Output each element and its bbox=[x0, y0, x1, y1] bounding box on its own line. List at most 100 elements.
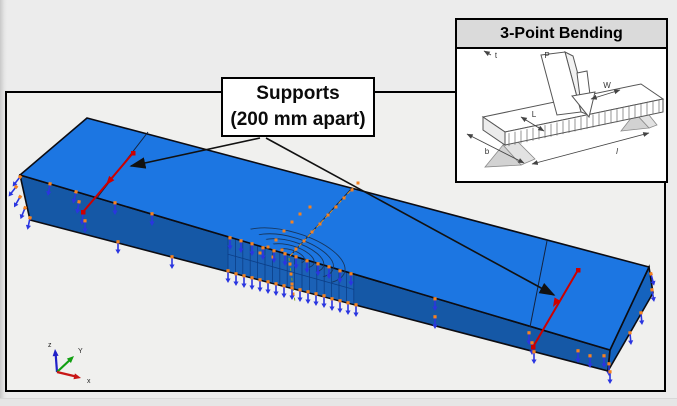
bc-marker bbox=[607, 370, 613, 384]
inset-blade-front bbox=[540, 51, 582, 116]
supports-label-line1: Supports bbox=[256, 83, 340, 104]
coordinate-triad: z Y x bbox=[48, 342, 91, 385]
bc-marker bbox=[75, 199, 81, 214]
bc-marker bbox=[233, 272, 239, 286]
bc-marker bbox=[337, 299, 343, 313]
bc-marker bbox=[281, 284, 287, 298]
bc-marker bbox=[46, 181, 52, 196]
refined-mesh-lines bbox=[227, 237, 355, 305]
bc-marker bbox=[313, 292, 319, 306]
inset-title: 3-Point Bending bbox=[500, 24, 623, 42]
bc-marker bbox=[289, 286, 295, 300]
inset-panel: 3-Point Bending bbox=[455, 18, 668, 183]
inset-label-b: b bbox=[485, 147, 490, 156]
load-dot bbox=[280, 248, 284, 252]
bc-marker bbox=[293, 255, 299, 269]
support-line-left bbox=[81, 151, 136, 215]
bc-marker bbox=[241, 274, 247, 288]
load-dot bbox=[318, 222, 322, 226]
load-dot bbox=[266, 245, 270, 249]
load-dot bbox=[356, 181, 360, 185]
inset-label-P: P bbox=[544, 51, 549, 60]
annotation-arrow-right bbox=[265, 137, 556, 296]
bc-marker bbox=[265, 280, 271, 294]
datum-dashed-line bbox=[289, 187, 354, 257]
bc-marker bbox=[601, 354, 607, 368]
bc-marker bbox=[273, 282, 279, 296]
inset-dimension-arrows bbox=[466, 50, 650, 165]
load-dot bbox=[310, 230, 314, 234]
inset-left-support bbox=[484, 140, 536, 168]
load-dot bbox=[308, 205, 312, 209]
inset-label-l: l bbox=[616, 147, 618, 156]
boundary-condition-markers bbox=[8, 174, 656, 384]
bc-marker bbox=[326, 265, 332, 279]
load-dot bbox=[326, 213, 330, 217]
bc-marker bbox=[282, 252, 288, 266]
bc-marker bbox=[575, 349, 581, 363]
inset-diagram: P t W L b l bbox=[457, 49, 666, 183]
load-dot bbox=[282, 229, 286, 233]
bc-marker bbox=[531, 350, 537, 364]
bc-marker bbox=[257, 278, 263, 292]
bc-marker bbox=[628, 331, 634, 345]
bc-marker bbox=[260, 246, 266, 260]
load-dot bbox=[302, 239, 306, 243]
bc-marker bbox=[227, 236, 233, 250]
bc-marker bbox=[304, 259, 310, 273]
bc-marker bbox=[225, 269, 231, 283]
load-dot bbox=[342, 196, 346, 200]
bc-marker bbox=[25, 215, 32, 230]
bc-marker bbox=[238, 239, 244, 253]
bc-marker bbox=[13, 194, 23, 208]
bc-marker bbox=[305, 290, 311, 304]
bc-marker bbox=[315, 262, 321, 276]
bc-marker bbox=[345, 301, 351, 315]
supports-annotation-box: Supports (200 mm apart) bbox=[221, 77, 375, 137]
bc-marker bbox=[639, 311, 645, 325]
bc-marker bbox=[650, 287, 656, 302]
annotation-arrow-left bbox=[129, 137, 261, 169]
inset-header: 3-Point Bending bbox=[457, 20, 666, 49]
inset-load-arrow bbox=[571, 70, 596, 119]
load-dot bbox=[298, 212, 302, 216]
bc-marker bbox=[321, 294, 327, 308]
load-dot bbox=[290, 282, 294, 286]
inset-schematic-svg: P t W L b l bbox=[466, 50, 665, 168]
bc-marker bbox=[337, 269, 343, 283]
support-line-right bbox=[531, 268, 581, 350]
load-dot bbox=[258, 251, 262, 255]
supports-label-line2: (200 mm apart) bbox=[230, 109, 366, 130]
bc-marker bbox=[526, 331, 532, 345]
bc-marker bbox=[169, 255, 175, 269]
bc-marker bbox=[12, 174, 23, 187]
bc-marker bbox=[19, 205, 28, 220]
window-bottom-edge bbox=[0, 398, 677, 406]
load-dot bbox=[291, 292, 295, 296]
bc-marker bbox=[149, 212, 155, 226]
beam-top-face bbox=[18, 117, 651, 351]
load-dot bbox=[350, 188, 354, 192]
load-dot bbox=[271, 255, 275, 259]
window-left-edge bbox=[0, 0, 7, 406]
bc-marker bbox=[249, 242, 255, 256]
bc-marker bbox=[112, 201, 118, 215]
bc-marker bbox=[71, 189, 78, 204]
partition-line-right bbox=[529, 240, 548, 328]
bc-marker bbox=[648, 271, 656, 286]
bc-marker bbox=[115, 240, 121, 254]
triad-x-label: x bbox=[87, 378, 91, 385]
inset-label-t: t bbox=[495, 51, 498, 60]
bc-marker bbox=[432, 315, 438, 329]
bc-marker bbox=[249, 276, 255, 290]
bc-marker bbox=[271, 249, 277, 263]
bc-marker bbox=[297, 288, 303, 302]
bc-marker bbox=[348, 272, 354, 286]
load-dot bbox=[294, 247, 298, 251]
load-dots bbox=[258, 181, 360, 296]
bc-marker bbox=[432, 297, 438, 311]
load-dot bbox=[290, 220, 294, 224]
bc-marker bbox=[329, 297, 335, 311]
